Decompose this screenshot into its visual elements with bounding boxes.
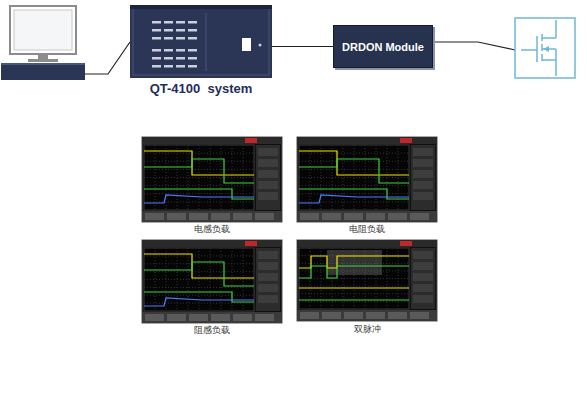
pc-wire — [85, 42, 130, 74]
scope-screenshot — [297, 137, 437, 222]
rack-outline — [130, 5, 272, 78]
cable-line — [272, 46, 333, 47]
module-box: DRDON Module — [333, 25, 433, 68]
computer-icon — [1, 6, 85, 80]
gate-wire — [433, 42, 515, 50]
screen-caption: 电感负载 — [142, 223, 282, 236]
screen-caption: 电阻负载 — [297, 223, 437, 236]
module-label: DRDON Module — [342, 41, 424, 53]
oscilloscope-screens — [142, 137, 437, 323]
scope-screenshot — [142, 240, 282, 323]
scope-screenshot — [142, 137, 282, 222]
system-label: QT-4100 system — [110, 81, 292, 96]
rack-box: QT-4100 system — [130, 5, 272, 78]
screen-caption: 双脉冲 — [297, 323, 437, 336]
screen-caption: 阻感负载 — [142, 324, 282, 337]
mosfet-symbol — [515, 18, 575, 78]
scope-screenshot — [297, 240, 437, 321]
